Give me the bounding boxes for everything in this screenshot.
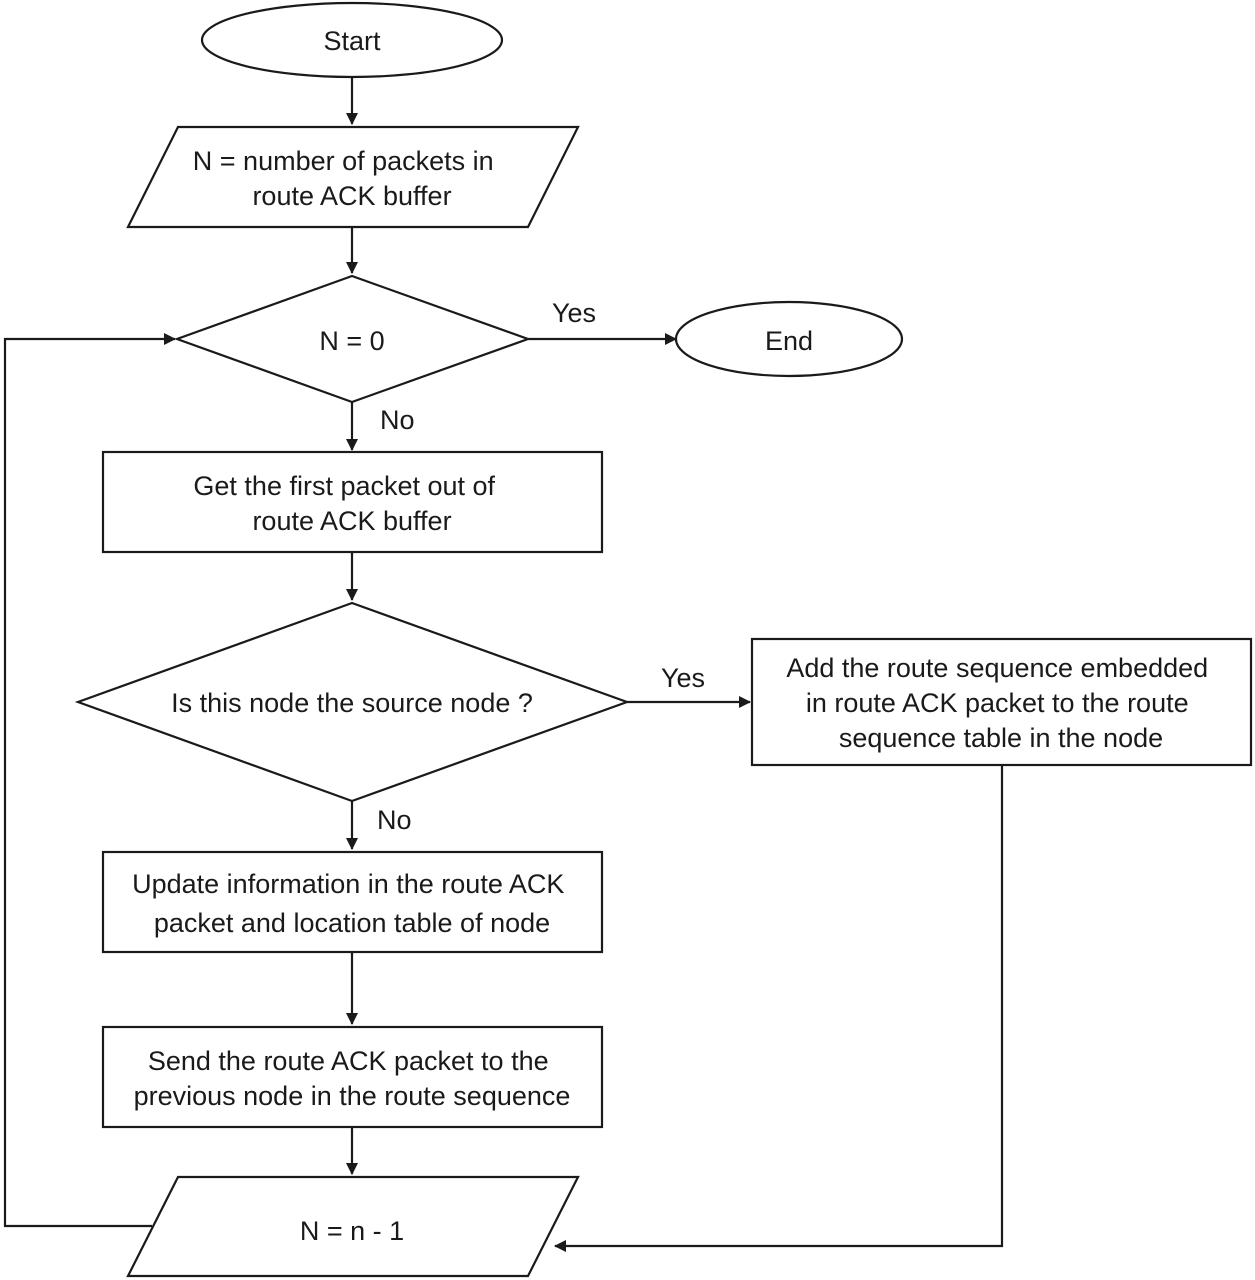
- check-n-zero-node: N = 0: [173, 274, 532, 404]
- update-information-node: Update information in the route ACK pack…: [101, 850, 604, 954]
- get-first-packet-line-2: route ACK buffer: [252, 506, 451, 536]
- is-source-node-label: Is this node the source node ?: [171, 688, 533, 718]
- start-node: Start: [200, 1, 504, 79]
- svg-text:Get the first packet out of: Get the first packet out of route ACK bu…: [193, 471, 502, 536]
- svg-text:N = number of packets in: N = number of packets in route ACK buffe…: [193, 146, 501, 211]
- send-route-ack-node: Send the route ACK packet to the previou…: [101, 1025, 604, 1129]
- get-first-packet-node: Get the first packet out of route ACK bu…: [101, 450, 604, 554]
- check-n-zero-label: N = 0: [319, 326, 384, 356]
- source-no-label: No: [377, 805, 412, 835]
- send-route-ack-line-2: previous node in the route sequence: [134, 1081, 571, 1111]
- add-route-sequence-line-1: Add the route sequence embedded: [786, 653, 1208, 683]
- n-zero-no-label: No: [380, 405, 415, 435]
- get-first-packet-line-1: Get the first packet out of: [193, 471, 495, 501]
- end-node: End: [674, 300, 904, 378]
- svg-text:Is this node the source node ?: Is this node the source node ?: [171, 688, 533, 718]
- input-label-line-2: route ACK buffer: [252, 181, 451, 211]
- end-label: End: [765, 326, 813, 356]
- get-first-packet-box: [101, 450, 604, 554]
- update-information-line-2: packet and location table of node: [154, 908, 550, 938]
- add-route-sequence-line-3: sequence table in the node: [839, 723, 1163, 753]
- decrement-n-node: N = n - 1: [126, 1175, 580, 1278]
- edge-decrement-loop-back: [3, 333, 176, 1228]
- edge-add-to-decrement: [554, 765, 1004, 1252]
- add-route-sequence-box: [750, 637, 1253, 767]
- decrement-n-parallelogram: [126, 1175, 580, 1278]
- svg-text:N = 0: N = 0: [319, 326, 384, 356]
- edge-labels: Yes No Yes No: [377, 298, 705, 835]
- start-terminator: [200, 1, 504, 79]
- send-route-ack-box: [101, 1025, 604, 1129]
- svg-text:End: End: [765, 326, 813, 356]
- connectors: [3, 78, 1004, 1252]
- end-terminator: [674, 300, 904, 378]
- is-source-node-diamond: [74, 601, 631, 803]
- input-packet-count-node: N = number of packets in route ACK buffe…: [126, 125, 580, 229]
- update-information-box: [101, 850, 604, 954]
- is-source-node-decision: Is this node the source node ?: [74, 601, 631, 803]
- update-information-line-1: Update information in the route ACK: [132, 869, 564, 899]
- decrement-n-label: N = n - 1: [300, 1216, 404, 1246]
- n-zero-yes-label: Yes: [552, 298, 596, 328]
- svg-text:Update information in the rout: Update information in the route ACK pack…: [132, 869, 572, 938]
- svg-text:Send the route ACK packet to t: Send the route ACK packet to the previou…: [134, 1046, 571, 1111]
- svg-text:Add the route sequence embedde: Add the route sequence embedded in route…: [786, 653, 1215, 753]
- add-route-sequence-node: Add the route sequence embedded in route…: [750, 637, 1253, 767]
- start-label: Start: [323, 26, 381, 56]
- input-parallelogram: [126, 125, 580, 229]
- input-label-line-1: N = number of packets in: [193, 146, 494, 176]
- source-yes-label: Yes: [661, 663, 705, 693]
- check-n-zero-diamond: [173, 274, 532, 404]
- svg-text:Start: Start: [323, 26, 381, 56]
- svg-text:N = n - 1: N = n - 1: [300, 1216, 404, 1246]
- add-route-sequence-line-2: in route ACK packet to the route: [806, 688, 1189, 718]
- send-route-ack-line-1: Send the route ACK packet to the: [148, 1046, 549, 1076]
